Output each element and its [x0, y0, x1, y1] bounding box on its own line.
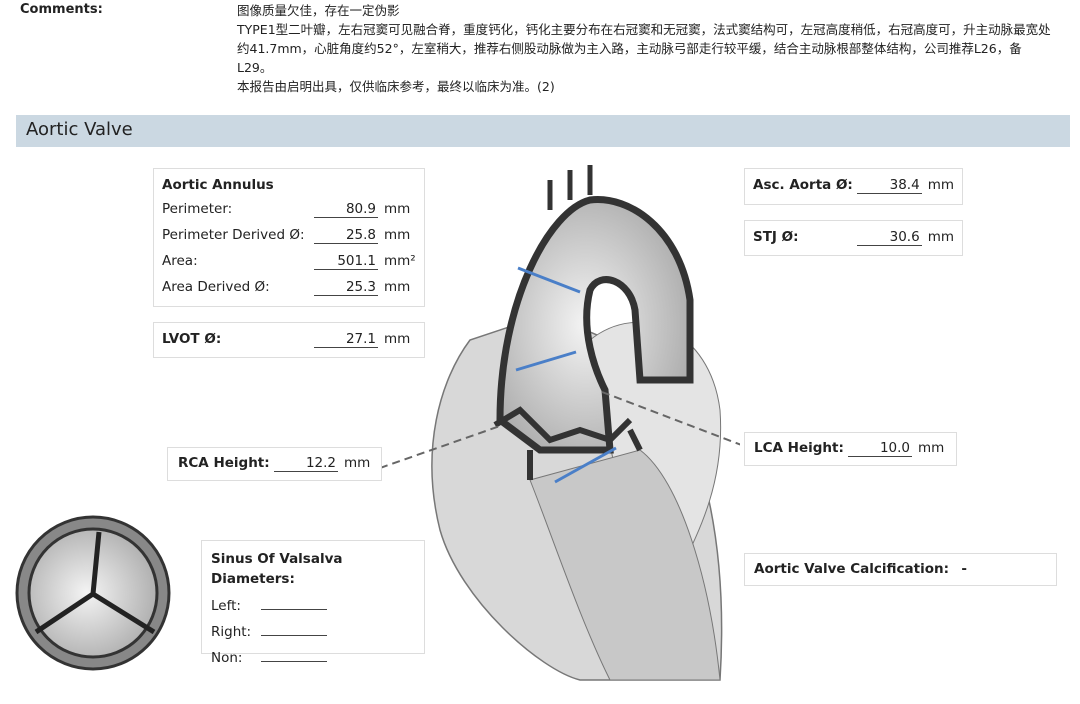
calcification-label: Aortic Valve Calcification: — [754, 561, 950, 577]
area-derived-value: 25.3 — [314, 279, 378, 296]
area-label: Area: — [162, 253, 198, 269]
lca-value: 10.0 — [848, 440, 912, 457]
area-value: 501.1 — [314, 253, 378, 270]
calcification-value: - — [961, 561, 967, 577]
sinus-panel: Sinus Of Valsalva Diameters: Left: Right… — [201, 540, 425, 666]
sinus-non-value — [261, 661, 327, 662]
comments-text: 图像质量欠佳，存在一定伪影 TYPE1型二叶瓣，左右冠窦可见融合脊，重度钙化，钙… — [237, 1, 1057, 96]
unit: mm — [927, 229, 954, 245]
comment-line: TYPE1型二叶瓣，左右冠窦可见融合脊，重度钙化，钙化主要分布在右冠窦和无冠窦，… — [237, 22, 1051, 75]
unit: mm² — [384, 253, 416, 269]
asc-aorta-value: 38.4 — [857, 177, 922, 194]
sinus-title: Sinus Of Valsalva Diameters: — [211, 551, 343, 587]
unit: mm — [927, 177, 954, 193]
stj-panel: STJ Ø: 30.6 mm — [744, 220, 963, 256]
perimeter-derived-label: Perimeter Derived Ø: — [162, 227, 305, 243]
lca-height-panel: LCA Height:10.0 mm — [744, 432, 957, 466]
lvot-value: 27.1 — [314, 331, 378, 348]
lvot-panel: LVOT Ø: 27.1 mm — [153, 322, 425, 358]
unit: mm — [344, 455, 371, 471]
asc-aorta-label: Asc. Aorta Ø: — [753, 177, 853, 193]
unit: mm — [384, 331, 411, 347]
unit: mm — [918, 440, 945, 456]
sinus-right-label: Right: — [211, 624, 252, 640]
lca-label: LCA Height: — [754, 440, 844, 456]
stj-value: 30.6 — [857, 229, 922, 246]
heart-diagram — [380, 165, 740, 681]
perimeter-label: Perimeter: — [162, 201, 233, 217]
asc-aorta-panel: Asc. Aorta Ø:38.4 mm — [744, 168, 963, 205]
annulus-title: Aortic Annulus — [162, 177, 274, 193]
unit: mm — [384, 201, 411, 217]
lvot-label: LVOT Ø: — [162, 331, 222, 347]
comment-line: 图像质量欠佳，存在一定伪影 — [237, 3, 400, 18]
rca-label: RCA Height: — [178, 455, 270, 471]
calcification-panel: Aortic Valve Calcification: - — [744, 553, 1057, 586]
measurement-arrows — [515, 266, 617, 484]
area-derived-label: Area Derived Ø: — [162, 279, 270, 295]
comments-label: Comments: — [20, 2, 103, 17]
sinus-left-value — [261, 609, 327, 610]
section-header: Aortic Valve — [16, 115, 1070, 147]
unit: mm — [384, 227, 411, 243]
rca-value: 12.2 — [274, 455, 338, 472]
unit: mm — [384, 279, 411, 295]
perimeter-derived-value: 25.8 — [314, 227, 378, 244]
stj-label: STJ Ø: — [753, 229, 799, 245]
aortic-annulus-panel: Aortic Annulus Perimeter: 80.9 mm Perimete… — [153, 168, 425, 307]
sinus-right-value — [261, 635, 327, 636]
comment-line: 本报告由启明出具，仅供临床参考，最终以临床为准。(2) — [237, 79, 555, 94]
aortic-valve-icon — [15, 515, 171, 671]
sinus-non-label: Non: — [211, 650, 243, 666]
rca-height-panel: RCA Height:12.2 mm — [167, 447, 382, 481]
perimeter-value: 80.9 — [314, 201, 378, 218]
sinus-left-label: Left: — [211, 598, 241, 614]
